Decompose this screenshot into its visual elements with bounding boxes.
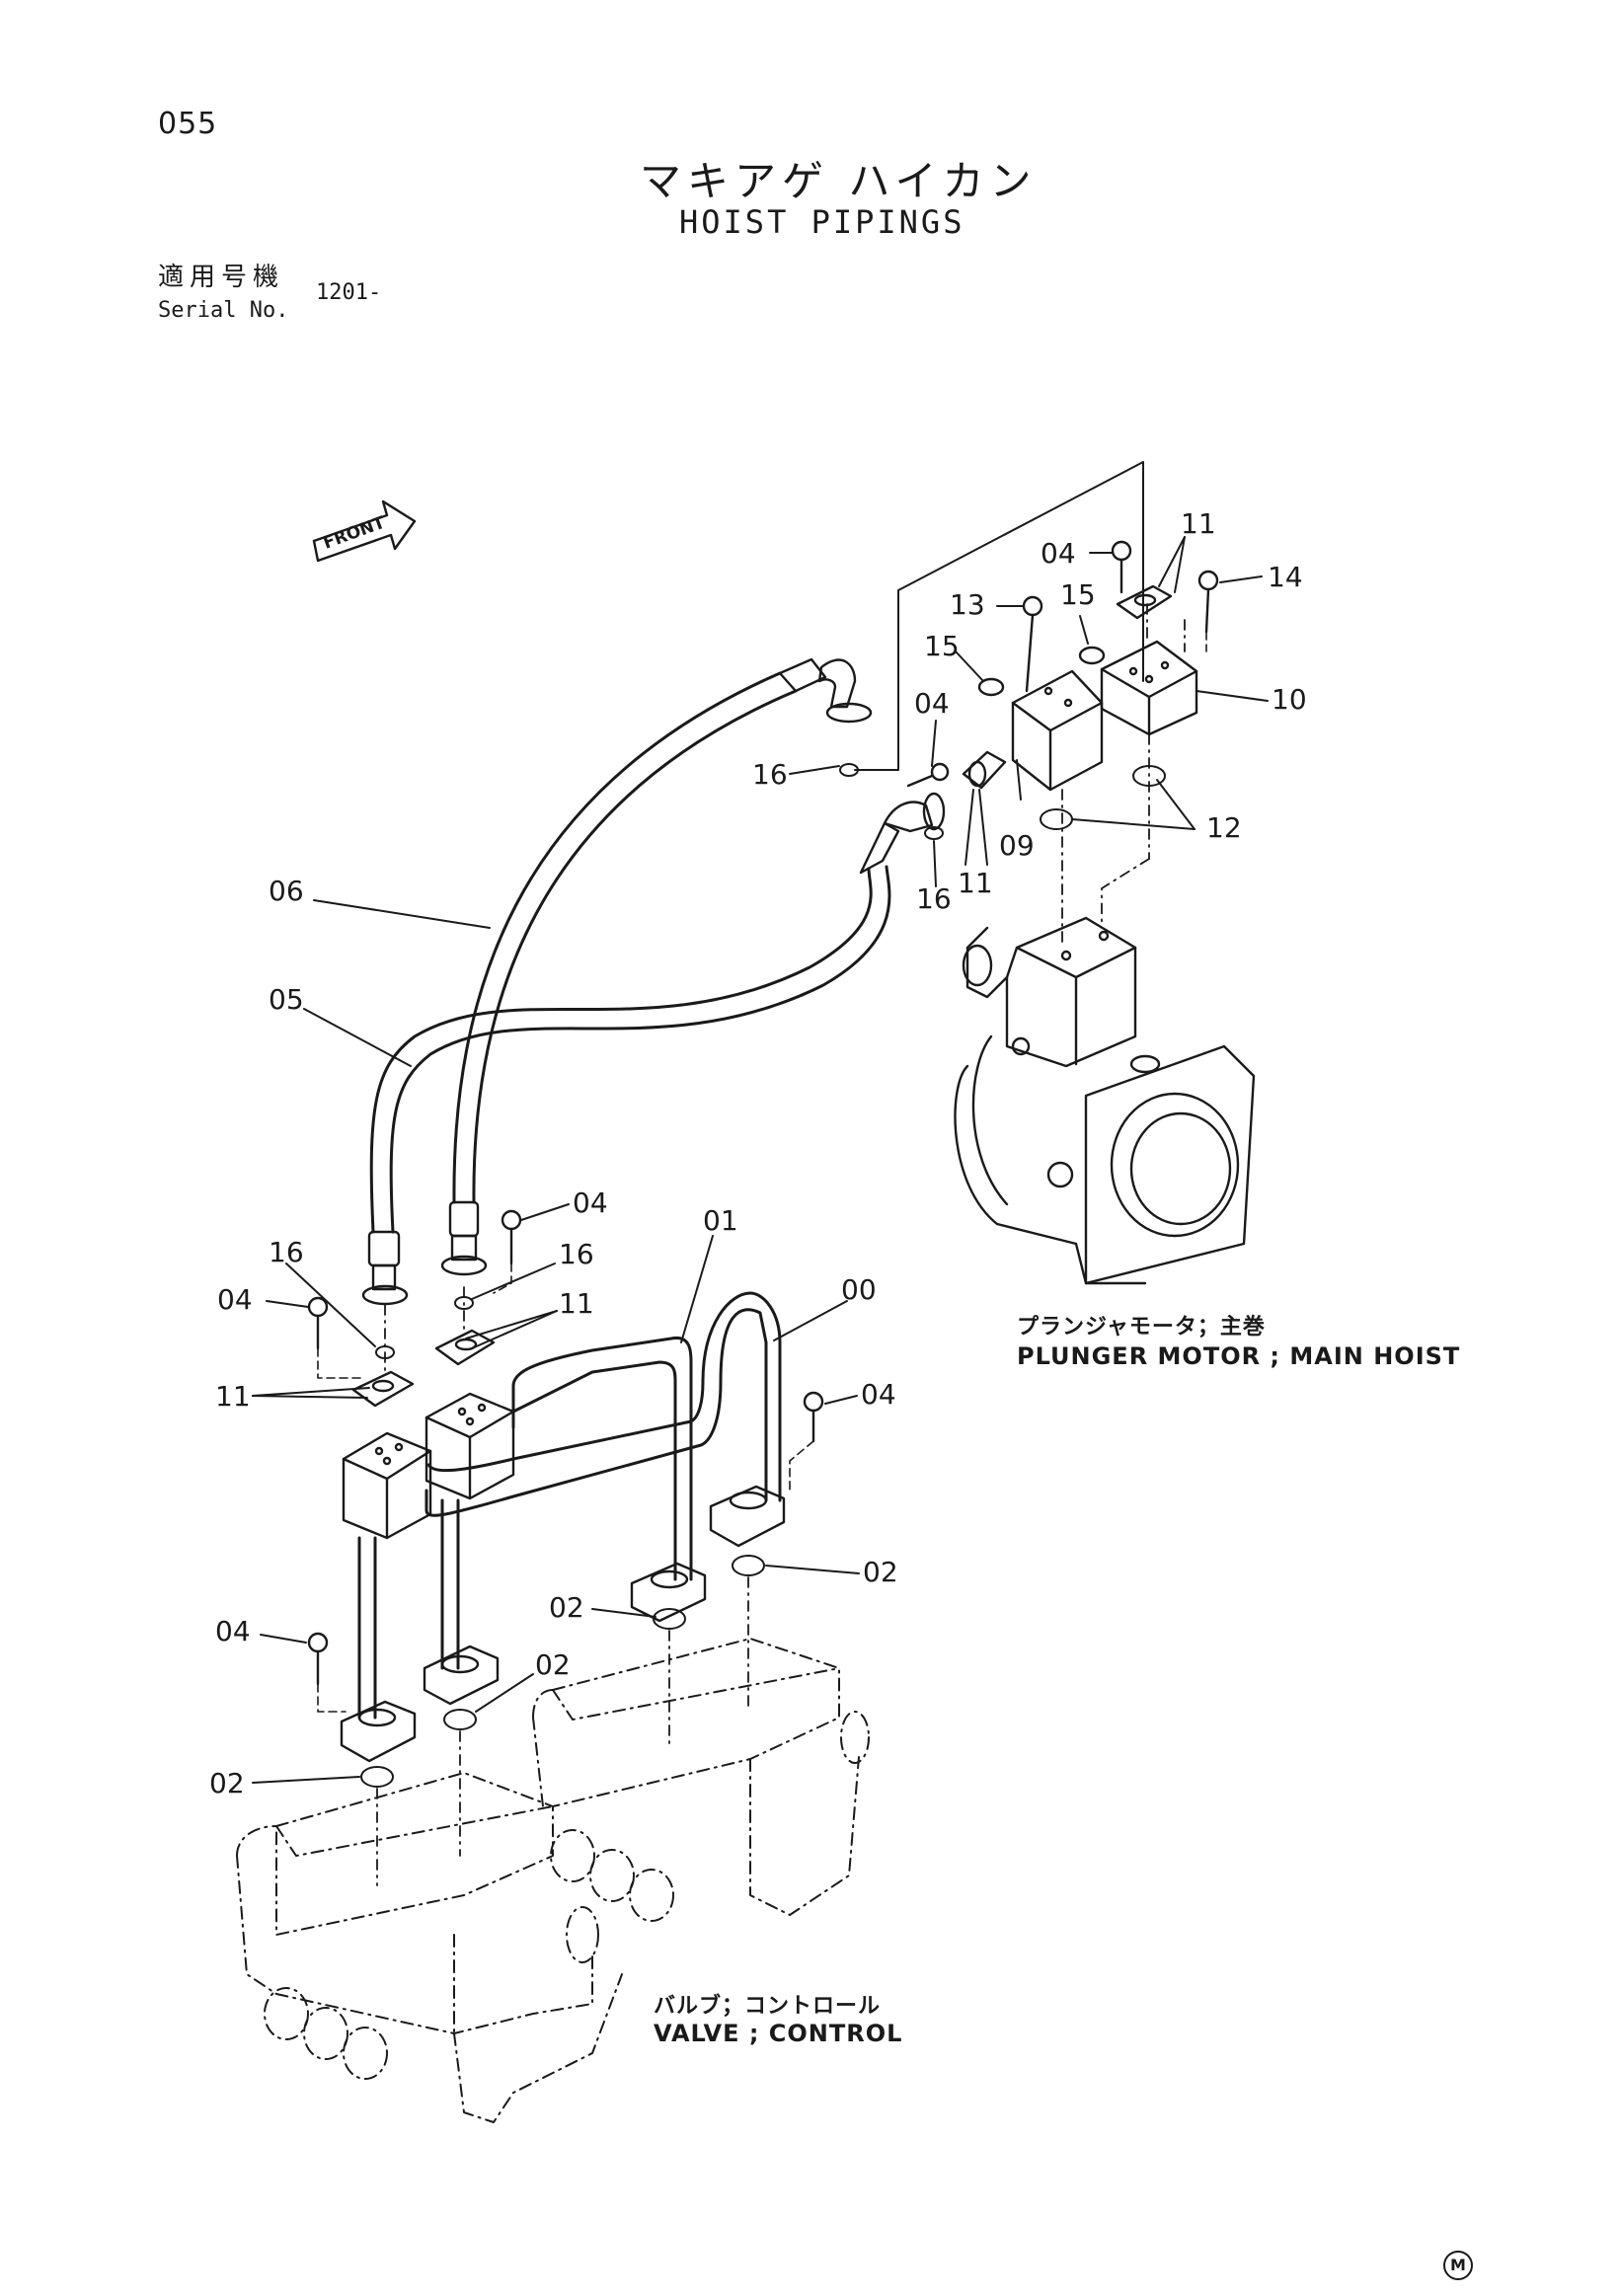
callout-04: 04 (1041, 537, 1076, 570)
callout-04: 04 (217, 1283, 253, 1316)
callout-02: 02 (209, 1767, 245, 1799)
bolt-14-icon (1197, 570, 1219, 634)
serial-number-value: 1201- (316, 280, 382, 305)
pipe-00 (424, 1291, 782, 1517)
valve-label-japanese: バルブ；コントロール (654, 1994, 882, 2019)
bolt-icons (307, 540, 1219, 1686)
callout-09: 09 (999, 829, 1035, 862)
motor-label-english: PLUNGER MOTOR ; MAIN HOIST (1017, 1342, 1461, 1370)
flange-11-upper (962, 584, 1173, 790)
callout-02: 02 (863, 1556, 898, 1588)
bolt-04-icon (307, 1632, 329, 1686)
bolt-04-icon (307, 1296, 329, 1350)
reference-frame (854, 461, 1144, 771)
callout-15: 15 (924, 630, 960, 662)
block-09 (1011, 669, 1104, 792)
flange-11-lower (351, 1329, 496, 1408)
callout-04: 04 (861, 1378, 896, 1411)
front-arrow-icon: FRONT (312, 499, 417, 563)
motor-label-japanese: プランジャモータ；主巻 (1017, 1315, 1266, 1339)
pipe-01 (511, 1336, 693, 1581)
callout-11: 11 (215, 1380, 251, 1413)
callout-16: 16 (559, 1238, 594, 1270)
bolt-13-icon (1022, 595, 1043, 693)
control-valve-left (236, 1772, 623, 2123)
valve-center-lines (376, 1286, 749, 1886)
callout-12: 12 (1206, 811, 1242, 844)
lower-block-right (424, 1392, 515, 1500)
bolt-04-icon (906, 762, 950, 788)
plug-15-icon (1078, 646, 1106, 665)
page-number: 055 (158, 107, 218, 141)
callout-15: 15 (1060, 578, 1096, 611)
hose-06 (440, 657, 873, 1276)
callout-04: 04 (914, 687, 950, 720)
callout-01: 01 (703, 1204, 738, 1237)
pipe-end-flanges (340, 1485, 786, 1763)
valve-label-english: VALVE ; CONTROL (654, 2020, 903, 2047)
callout-11: 11 (1181, 507, 1216, 540)
callout-04: 04 (573, 1186, 608, 1219)
callout-02: 02 (549, 1591, 584, 1624)
callout-02: 02 (535, 1648, 571, 1681)
callout-06: 06 (269, 875, 304, 907)
callout-04: 04 (215, 1615, 251, 1647)
bolt-04-icon (803, 1391, 824, 1443)
manufacturer-mark-icon: M (1443, 2251, 1473, 2280)
bolt-04-icon (1111, 540, 1132, 594)
hose-05 (361, 792, 946, 1306)
plunger-motor (954, 916, 1256, 1285)
bolt-guides (317, 631, 1207, 1713)
page-title-english: HOIST PIPINGS (679, 203, 965, 241)
callout-16: 16 (269, 1236, 304, 1268)
callout-11: 11 (958, 867, 993, 899)
o-rings (360, 763, 1166, 1788)
lower-block-left (342, 1431, 432, 1540)
serial-label-japanese: 適用号機 (158, 263, 285, 292)
callout-00: 00 (841, 1273, 877, 1306)
block-10 (1100, 640, 1198, 736)
callout-16: 16 (752, 758, 788, 791)
page-title-japanese: マキアゲ ハイカン (640, 157, 1038, 205)
callout-10: 10 (1272, 683, 1307, 716)
control-valve-right (532, 1638, 870, 1922)
callout-labels: 04 11 14 13 15 15 10 04 16 09 12 11 16 0… (209, 507, 1307, 1799)
motor-center-lines (1061, 603, 1186, 949)
callout-11: 11 (559, 1287, 594, 1320)
bolt-04-icon (501, 1209, 522, 1265)
callout-05: 05 (269, 983, 304, 1016)
callout-14: 14 (1268, 561, 1303, 593)
callout-leaders (252, 536, 1269, 1784)
plug-15-icon (977, 677, 1005, 697)
callout-13: 13 (950, 588, 985, 621)
serial-label-english: Serial No. (158, 298, 289, 323)
vertical-pipes (357, 1498, 460, 1720)
callout-16: 16 (916, 882, 952, 915)
